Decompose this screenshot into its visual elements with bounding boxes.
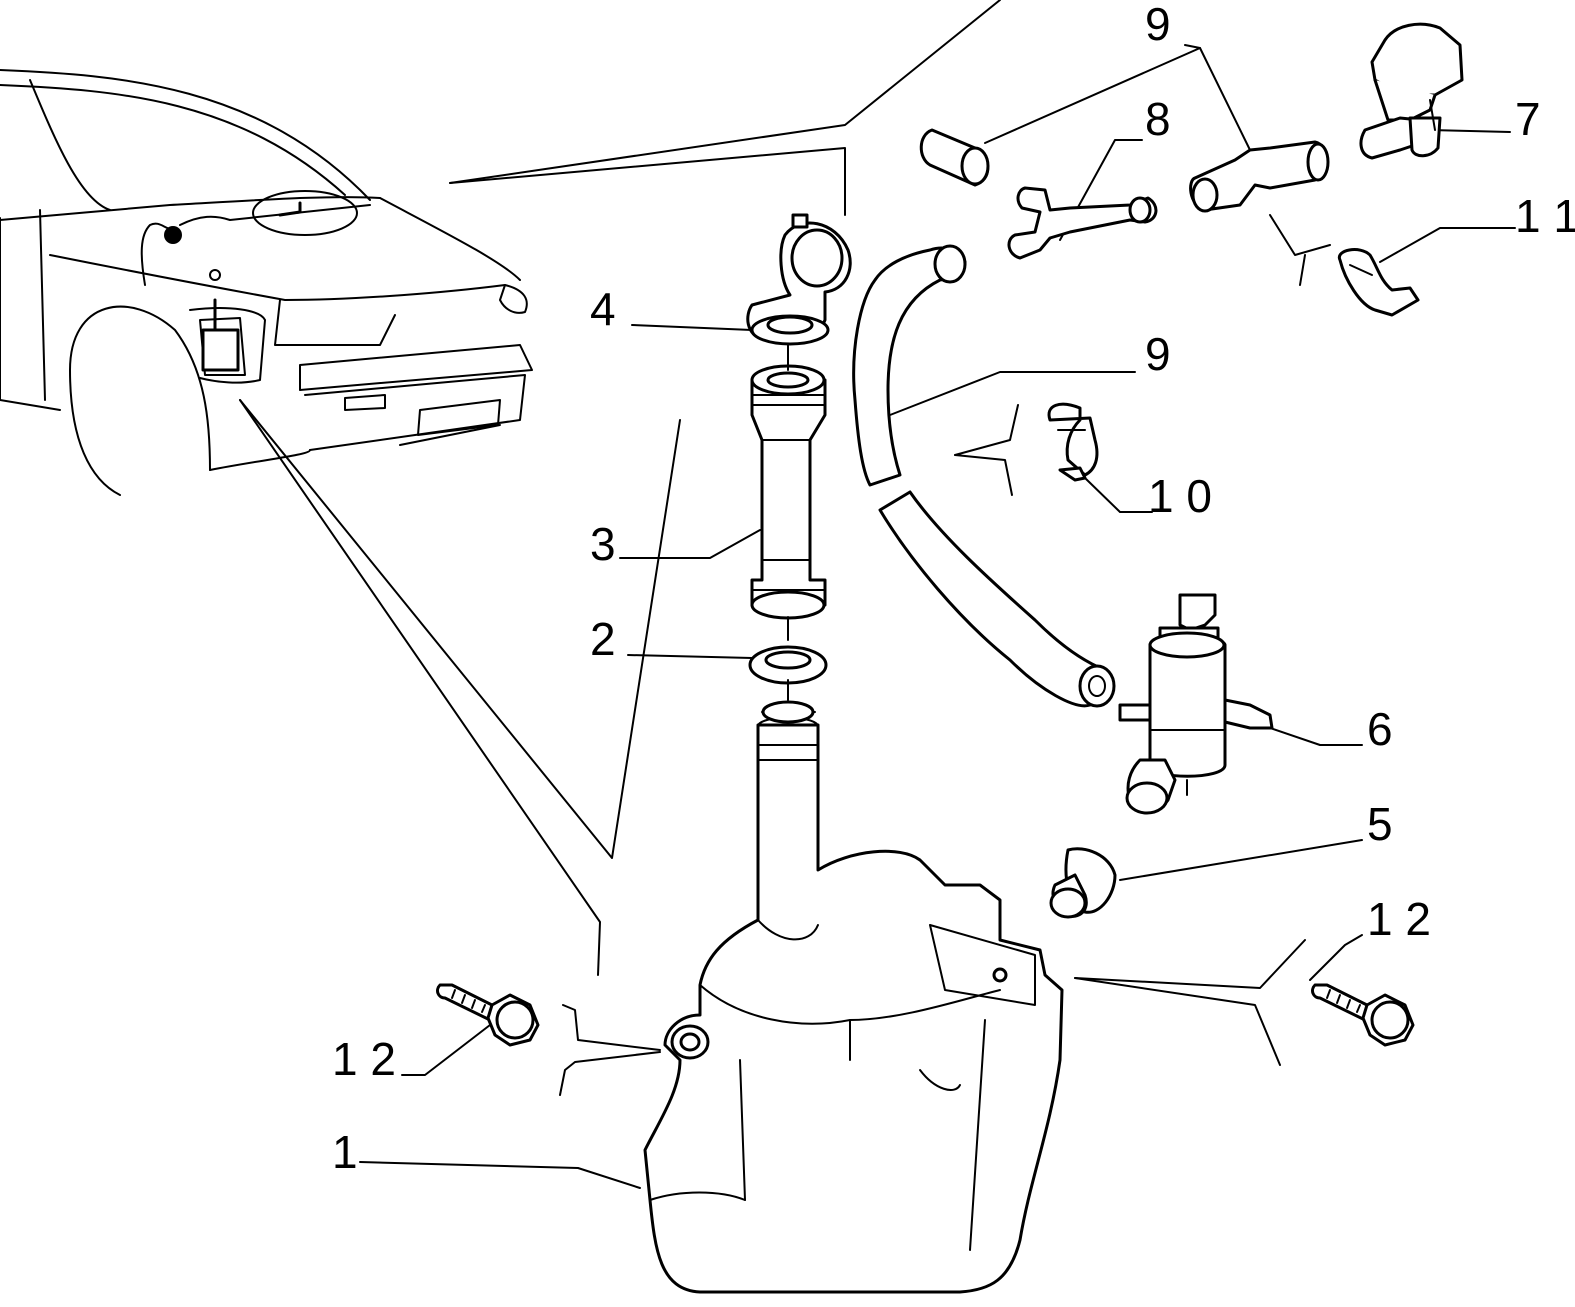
callout-9-hose: 9 bbox=[1145, 328, 1171, 380]
callout-4: 4 bbox=[590, 283, 616, 335]
washer-hose-lower bbox=[852, 244, 1116, 708]
callout-7: 7 bbox=[1515, 93, 1541, 145]
callout-11: 1 1 bbox=[1515, 190, 1575, 242]
mounting-screw-right bbox=[1311, 983, 1415, 1047]
callout-6: 6 bbox=[1367, 703, 1393, 755]
hose-connectors bbox=[919, 128, 1330, 213]
filler-neck-tube bbox=[750, 344, 827, 641]
callout-12-left: 1 2 bbox=[332, 1033, 396, 1085]
washer-reservoir-tank bbox=[643, 700, 1064, 1294]
filler-cap bbox=[746, 213, 852, 346]
callout-labels: 1 2 3 4 5 6 7 8 9 9 1 0 1 1 1 2 1 2 bbox=[332, 0, 1575, 1178]
washer-nozzle bbox=[1359, 22, 1464, 160]
callout-10: 1 0 bbox=[1148, 470, 1212, 522]
hose-retaining-clip bbox=[1337, 248, 1420, 317]
seal-ring bbox=[748, 645, 828, 701]
hose-clip bbox=[1047, 402, 1099, 482]
callout-1: 1 bbox=[332, 1126, 358, 1178]
callout-2: 2 bbox=[590, 613, 616, 665]
pump-grommet bbox=[1049, 847, 1117, 919]
mounting-screw-left bbox=[436, 983, 540, 1047]
tee-connector bbox=[1007, 186, 1158, 260]
callout-5: 5 bbox=[1367, 798, 1393, 850]
washer-pump bbox=[1118, 593, 1274, 815]
callout-9-top: 9 bbox=[1145, 0, 1171, 50]
vehicle-front-illustration bbox=[0, 69, 533, 496]
callout-8: 8 bbox=[1145, 93, 1171, 145]
callout-12-right: 1 2 bbox=[1367, 893, 1431, 945]
leader-lines bbox=[239, 0, 1516, 1189]
callout-3: 3 bbox=[590, 518, 616, 570]
